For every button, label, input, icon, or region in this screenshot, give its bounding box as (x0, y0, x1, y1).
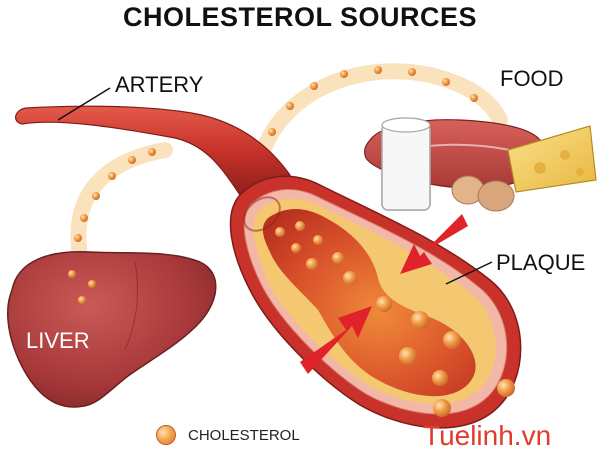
plaque-leader-line (445, 261, 493, 285)
cholesterol-legend-icon (156, 425, 176, 445)
artery-tube (15, 105, 291, 196)
particle-outflow (433, 399, 451, 417)
particle-food-trail (374, 66, 382, 74)
particle-liver (88, 280, 96, 288)
liver-to-artery-trail (70, 142, 173, 263)
particle-food-trail (408, 68, 416, 76)
cheese-icon (507, 125, 597, 193)
artery-leader-line (57, 87, 111, 121)
cholesterol-particles (68, 66, 515, 417)
particle-liver (68, 270, 76, 278)
artery-lumen (262, 209, 476, 397)
artery-opening-rim (243, 196, 281, 232)
particle-lumen (275, 227, 285, 237)
particle-food-trail (268, 128, 276, 136)
liver-label: LIVER (26, 328, 90, 353)
plaque-arrow-bottom (300, 306, 372, 374)
particle-liver-trail (128, 156, 136, 164)
particle-liver-trail (92, 192, 100, 200)
particle-liver-trail (74, 234, 82, 242)
particle-lumen (291, 243, 301, 253)
egg-icon-2 (477, 180, 515, 212)
particle-lumen (295, 221, 305, 231)
particle-liver (78, 296, 86, 304)
particle-food-trail (286, 102, 294, 110)
liver-lobe-line (124, 261, 139, 351)
particle-food-trail (442, 78, 450, 86)
particle-lumen (432, 370, 448, 386)
food-to-artery-trail (252, 63, 508, 168)
food-label: FOOD (500, 66, 564, 91)
diagram-title: CHOLESTEROL SOURCES (122, 2, 478, 32)
particle-liver-trail (148, 148, 156, 156)
watermark: Tuelinh.vn (423, 420, 552, 451)
particle-food-trail (340, 70, 348, 78)
particle-liver-trail (108, 172, 116, 180)
particle-food-trail (310, 82, 318, 90)
artery-label: ARTERY (115, 72, 204, 97)
particle-lumen (313, 235, 323, 245)
particle-lumen (332, 252, 344, 264)
particle-lumen (306, 258, 318, 270)
plaque-label: PLAQUE (496, 250, 586, 275)
plaque-arrow-top (400, 214, 468, 274)
particle-outflow (497, 379, 515, 397)
liver-illustration (7, 251, 217, 408)
particle-lumen (376, 296, 392, 312)
particle-lumen (343, 271, 357, 285)
particle-lumen (411, 311, 429, 329)
particle-lumen (399, 347, 417, 365)
particle-food-trail (470, 94, 478, 102)
particle-liver-trail (80, 214, 88, 222)
particle-lumen (443, 331, 461, 349)
cholesterol-legend-label: CHOLESTEROL (188, 427, 300, 444)
